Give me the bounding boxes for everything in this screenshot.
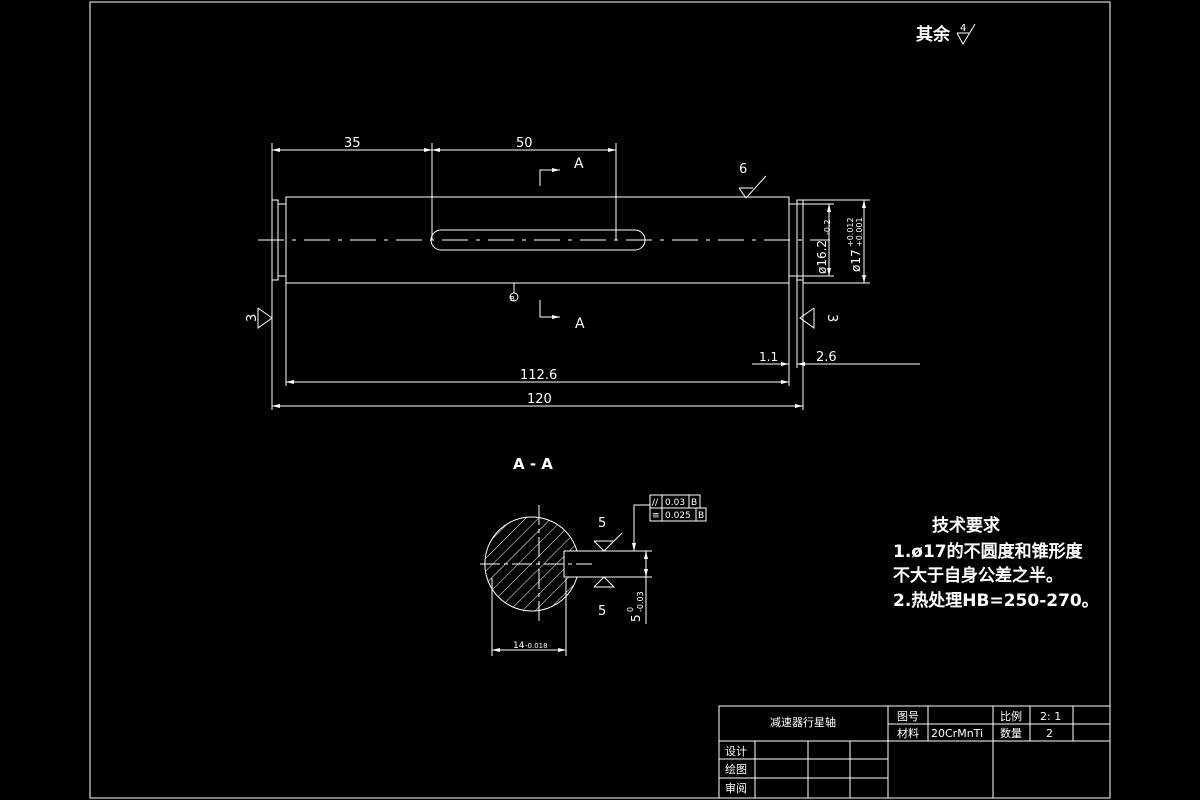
section-marker-bottom: A — [539, 300, 585, 332]
svg-text:-0.03: -0.03 — [636, 591, 645, 612]
svg-text:1.1: 1.1 — [759, 350, 778, 364]
svg-text:5: 5 — [598, 516, 606, 531]
svg-text:2: 2 — [1046, 727, 1053, 740]
title-block: 减速器行星轴 图号 比例 2: 1 材料 20CrMnTi 数量 2 设计 绘图… — [718, 705, 1111, 799]
drawing-border — [89, 1, 1111, 799]
roughness-3-right-icon: 3 — [799, 307, 839, 329]
dimension-dia-16-2: ø16.2 -0.2 — [797, 203, 834, 277]
svg-text:2.热处理HB=250-270。: 2.热处理HB=250-270。 — [893, 590, 1099, 611]
svg-text:5: 5 — [629, 614, 643, 622]
svg-text:1.ø17的不圆度和锥形度: 1.ø17的不圆度和锥形度 — [893, 541, 1084, 562]
svg-text:35: 35 — [344, 136, 361, 151]
svg-text:不大于自身公差之半。: 不大于自身公差之半。 — [893, 565, 1063, 586]
dimension-1-1: 1.1 — [752, 350, 789, 366]
svg-text:比例: 比例 — [1000, 709, 1022, 723]
svg-text:+0.012: +0.012 — [846, 217, 855, 247]
svg-text:A: A — [574, 156, 584, 172]
svg-text:0: 0 — [626, 607, 635, 612]
roughness-3-left-icon: 3 — [245, 307, 273, 329]
svg-text:B: B — [510, 295, 515, 303]
svg-text:2: 1: 2: 1 — [1040, 710, 1061, 723]
roughness-symbol-icon: 4 — [956, 23, 976, 46]
dimension-2-6: 2.6 — [797, 350, 920, 366]
svg-text:≡: ≡ — [652, 511, 660, 521]
svg-text:图号: 图号 — [897, 710, 919, 723]
svg-text:120: 120 — [527, 392, 552, 407]
svg-text:数量: 数量 — [1000, 727, 1022, 740]
svg-text:3: 3 — [824, 314, 839, 322]
tolerance-frame: // 0.03 B ≡ 0.025 B — [649, 494, 707, 522]
svg-text:2.6: 2.6 — [816, 350, 837, 365]
keyway-slot — [430, 229, 646, 251]
dimension-120: 120 — [272, 392, 803, 408]
dimension-50: 50 — [431, 136, 617, 240]
svg-text:14: 14 — [513, 641, 525, 651]
svg-text:112.6: 112.6 — [520, 368, 557, 383]
section-title: A - A — [513, 455, 553, 473]
svg-text:20CrMnTi: 20CrMnTi — [931, 727, 983, 740]
svg-text:B: B — [691, 498, 697, 508]
surface-note-label: 其余 — [916, 24, 951, 45]
svg-text:0.03: 0.03 — [665, 498, 685, 508]
datum-b-marker: B — [509, 283, 519, 303]
svg-text:ø17: ø17 — [849, 249, 863, 272]
svg-text:+0.001: +0.001 — [855, 217, 864, 247]
section-view: 14 -0.018 — [480, 505, 592, 656]
svg-text:审阅: 审阅 — [725, 781, 747, 795]
svg-text:0.025: 0.025 — [665, 511, 691, 521]
svg-text:4: 4 — [960, 23, 966, 34]
svg-text:3: 3 — [245, 314, 260, 322]
svg-text:设计: 设计 — [725, 745, 747, 758]
svg-text:材料: 材料 — [897, 726, 919, 740]
roughness-5-top-icon: 5 — [593, 516, 623, 552]
svg-text:5: 5 — [598, 604, 606, 619]
svg-text:A: A — [575, 316, 585, 332]
dimension-112-6: 112.6 — [286, 368, 789, 384]
dimension-dia-17: ø17 +0.012 +0.001 — [803, 199, 870, 284]
svg-text:技术要求: 技术要求 — [932, 515, 1000, 536]
roughness-5-bottom-icon: 5 — [593, 576, 616, 619]
svg-text:绘图: 绘图 — [725, 762, 747, 776]
section-marker-top: A — [539, 156, 584, 186]
dimension-35: 35 — [271, 136, 432, 200]
svg-text:-0.2: -0.2 — [823, 219, 832, 235]
svg-text:ø16.2: ø16.2 — [815, 240, 829, 274]
svg-text:B: B — [698, 511, 704, 521]
dimension-key-5: 5 0 -0.03 — [577, 550, 652, 624]
svg-text://: // — [652, 498, 659, 508]
svg-text:减速器行星轴: 减速器行星轴 — [770, 715, 836, 729]
tech-requirements: 技术要求 1.ø17的不圆度和锥形度 不大于自身公差之半。 2.热处理HB=25… — [893, 515, 1099, 611]
roughness-6-icon: 6 — [738, 162, 767, 199]
svg-text:50: 50 — [516, 136, 533, 151]
svg-text:6: 6 — [739, 162, 747, 177]
svg-text:-0.018: -0.018 — [525, 642, 548, 650]
